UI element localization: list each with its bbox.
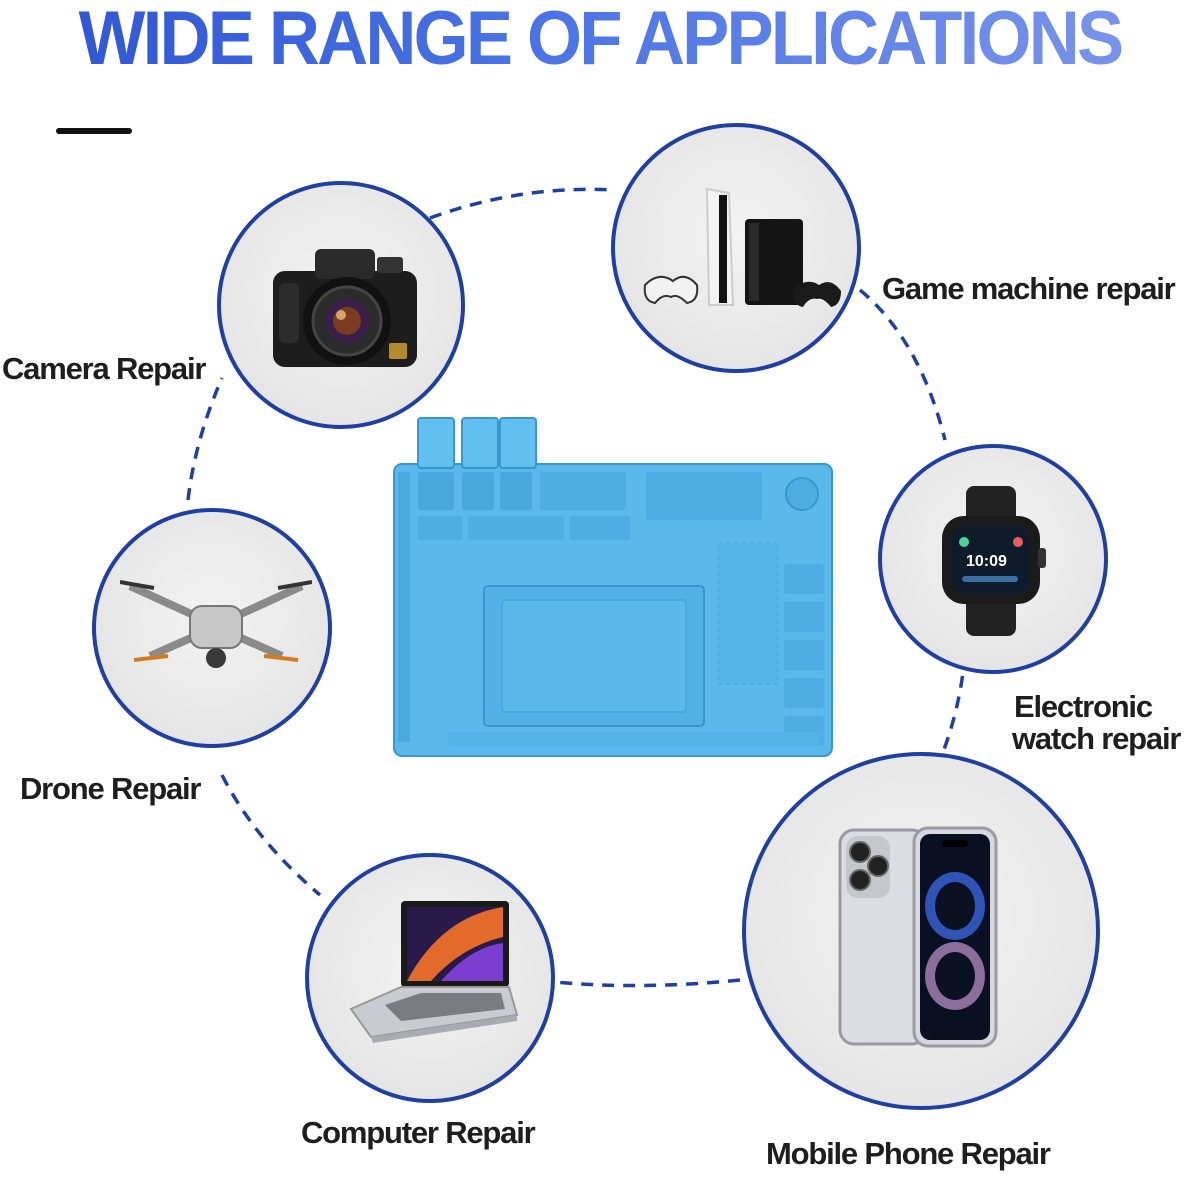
silicone-repair-mat: [388, 414, 840, 762]
watch-circle: 10:09: [878, 444, 1108, 674]
smartphone-icon: [838, 826, 998, 1048]
drone-circle: [92, 508, 332, 748]
laptop-icon: [341, 897, 527, 1057]
page-title: WIDE RANGE OF APPLICATIONS: [42, 0, 1158, 84]
silicone-repair-mat-icon: [393, 417, 833, 757]
computer-circle: [305, 853, 555, 1103]
game-console-icon: [637, 185, 843, 315]
drone-icon: [120, 576, 312, 686]
mobile-phone-circle: [742, 752, 1100, 1110]
game-machine-circle: [611, 123, 861, 373]
camera-icon: [265, 231, 425, 381]
drone-repair-label: Drone Repair: [20, 771, 201, 806]
watch-repair-label: watch repair: [1012, 721, 1181, 756]
camera-circle: [217, 181, 465, 429]
mobile-phone-repair-label: Mobile Phone Repair: [766, 1136, 1051, 1171]
electronic-label: Electronic: [1014, 689, 1153, 724]
computer-repair-label: Computer Repair: [301, 1115, 536, 1150]
game-machine-repair-label: Game machine repair: [882, 271, 1176, 306]
smartwatch-icon: 10:09: [934, 486, 1064, 636]
title-underline: [56, 128, 132, 134]
svg-text:10:09: 10:09: [966, 553, 1007, 570]
camera-repair-label: Camera Repair: [2, 351, 206, 386]
